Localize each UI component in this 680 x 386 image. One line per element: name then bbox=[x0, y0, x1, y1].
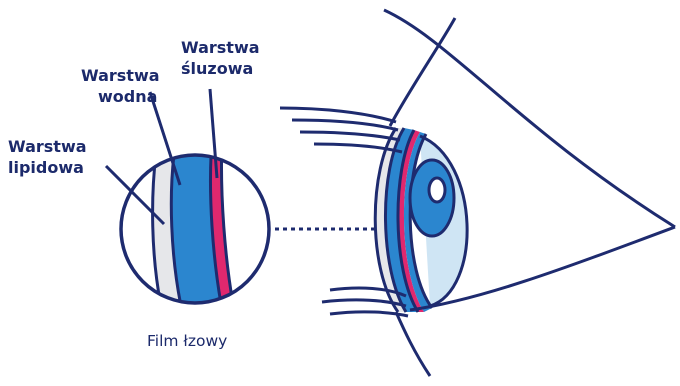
lipid-layer-label-line1: Warstwa bbox=[8, 137, 87, 157]
magnifier-circle bbox=[121, 140, 269, 320]
eye-illustration bbox=[280, 10, 675, 376]
pupil bbox=[429, 178, 445, 202]
upper-eyelashes bbox=[280, 108, 402, 152]
mucous-layer-label-line2: śluzowa bbox=[181, 59, 253, 79]
tear-film-caption: Film łzowy bbox=[147, 331, 227, 351]
mucous-layer-label-line1: Warstwa bbox=[181, 38, 260, 58]
eyelash bbox=[292, 120, 398, 130]
lower-lid-curve bbox=[396, 312, 430, 376]
aqueous-layer-label-line2: wodna bbox=[98, 87, 157, 107]
lower-eyelashes bbox=[322, 288, 408, 316]
lipid-layer-label-line2: lipidowa bbox=[8, 158, 84, 178]
aqueous-layer-label-line1: Warstwa bbox=[81, 66, 160, 86]
eyelash bbox=[300, 132, 400, 140]
